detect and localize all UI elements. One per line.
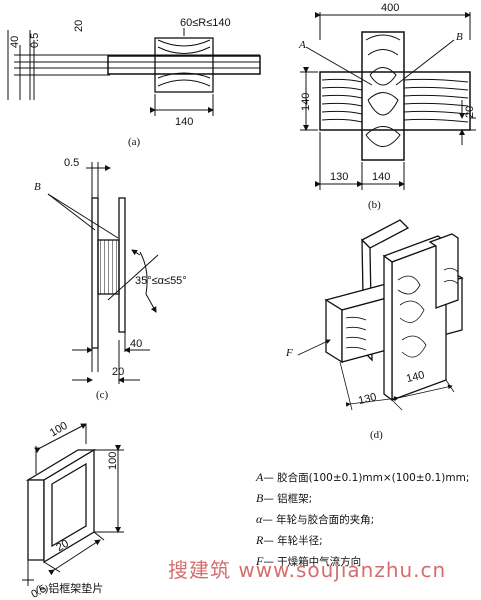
legend-item: R— 年轮半径; — [256, 530, 478, 551]
panel-a-radius: 60≤R≤140 — [180, 17, 231, 29]
panel-a-dim-05: 0.5 — [29, 33, 41, 48]
panel-a-dim-20: 20 — [73, 20, 85, 32]
legend-item: α— 年轮与胶合面的夹角; — [256, 509, 478, 530]
panel-b-dim-140v: 140 — [300, 93, 312, 111]
panel-d-dim-140: 140 — [405, 369, 426, 385]
panel-b — [300, 12, 476, 190]
panel-e-caption: (e)铝框架垫片 — [36, 581, 103, 595]
legend-item: F— 干燥箱中气流方向 — [256, 551, 478, 572]
panel-c-caption: (c) — [96, 389, 109, 401]
panel-e-dim-100-top: 100 — [48, 420, 70, 440]
legend-text: — 年轮与胶合面的夹角; — [262, 514, 375, 526]
legend-text: — 年轮半径; — [263, 535, 323, 547]
panel-c-dim-40: 40 — [130, 338, 142, 350]
legend-text: — 胶合面(100±0.1)mm×(100±0.1)mm; — [263, 472, 470, 484]
panel-b-dim-130: 130 — [330, 171, 348, 183]
panel-e — [25, 448, 97, 564]
legend-symbol: F — [256, 554, 264, 568]
panel-e-dims — [22, 423, 124, 586]
panel-c — [47, 162, 159, 384]
panel-b-label-b: B — [456, 31, 463, 43]
legend-item: A— 胶合面(100±0.1)mm×(100±0.1)mm; — [256, 467, 478, 488]
legend: A— 胶合面(100±0.1)mm×(100±0.1)mm; B— 铝框架; α… — [256, 467, 478, 572]
panel-b-caption: (b) — [368, 199, 381, 211]
legend-symbol: α — [256, 512, 263, 526]
panel-a-dim-40: 40 — [9, 36, 21, 48]
panel-e-dim-05: 0.5 — [29, 583, 48, 600]
panel-c-dim-05: 0.5 — [64, 157, 79, 169]
panel-b-dim-400: 400 — [381, 2, 399, 14]
legend-symbol: R — [256, 533, 264, 547]
legend-text: — 铝框架; — [263, 493, 313, 505]
legend-symbol: B — [256, 491, 264, 505]
panel-d-dim-130: 130 — [357, 391, 378, 407]
legend-text: — 干燥箱中气流方向 — [263, 556, 362, 568]
panel-a — [7, 28, 261, 116]
watermark: 搜建筑 www.soujianzhu.cn — [168, 558, 447, 582]
panel-b-label-a: A — [298, 39, 306, 51]
panel-d-caption: (d) — [370, 429, 383, 441]
panel-b-dim-140h: 140 — [372, 171, 390, 183]
panel-b-dim-20: 20 — [464, 106, 476, 118]
panel-d — [324, 219, 464, 402]
panel-c-angle: 35°≤α≤55° — [135, 275, 187, 287]
panel-a-caption: (a) — [128, 136, 141, 148]
legend-item: B— 铝框架; — [256, 488, 478, 509]
panel-e-dim-20: 20 — [54, 538, 71, 555]
panel-c-label-b: B — [34, 181, 41, 193]
panel-d-grain — [297, 268, 459, 411]
panel-e-dim-100-side: 100 — [107, 452, 119, 470]
panel-c-dim-20: 20 — [112, 366, 124, 378]
panel-a-dim-140: 140 — [175, 116, 193, 128]
legend-symbol: A — [256, 470, 264, 484]
panel-d-label-f: F — [285, 347, 293, 359]
